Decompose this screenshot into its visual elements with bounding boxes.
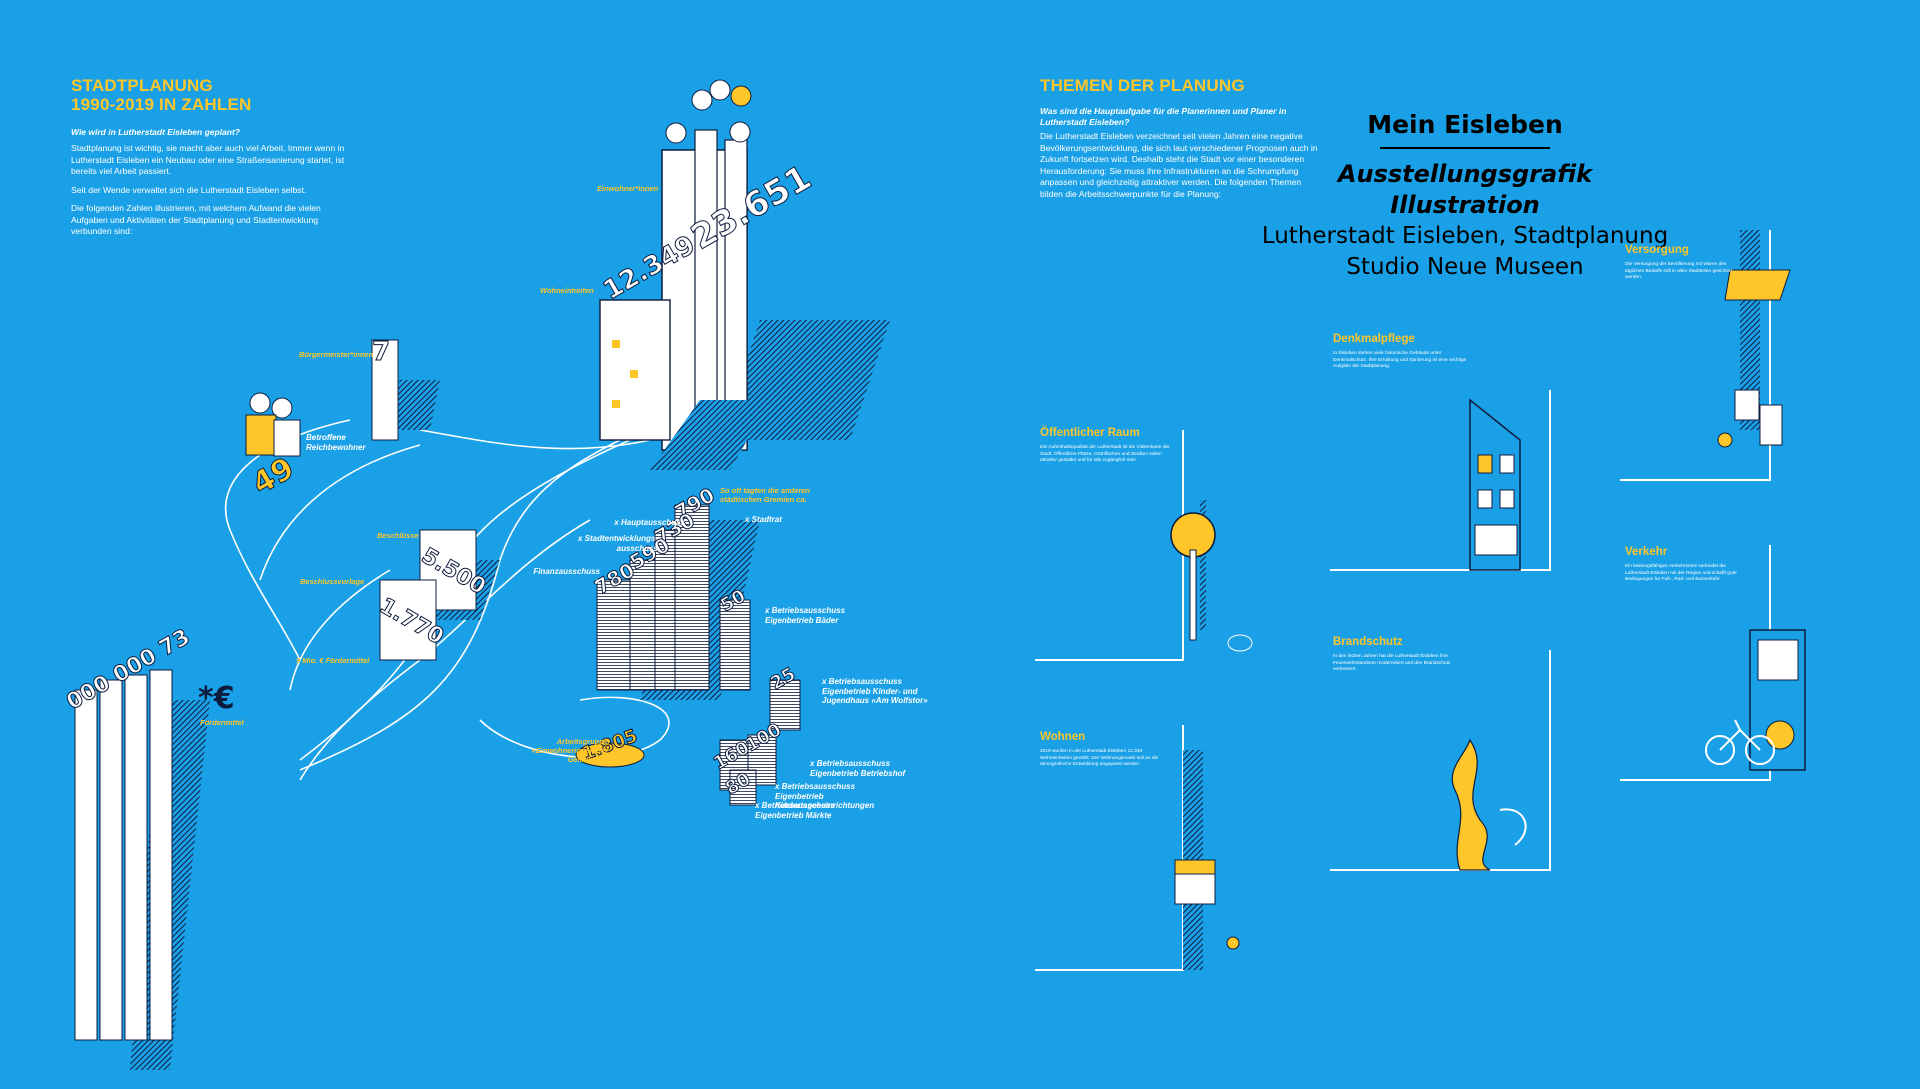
bicycle-icon [1705,719,1775,765]
balcony-icon [1174,750,1240,970]
theme-verkehr: Verkehr Ein leistungsfähiges Verkehrsnet… [1625,546,1745,588]
arbeitsgruppe-label: Arbeitsgruppe «Einwohnerinnen der Gemein… [531,737,608,764]
residents-tower: 23.651 [661,79,890,451]
left-paragraph-1: Stadtplanung ist wichtig, sie macht aber… [71,143,345,176]
fire-icon [1451,738,1527,871]
resolutions-blocks: 5.500 1.770 [375,529,500,661]
credits-line-4: Studio Neue Museen [1346,253,1584,280]
credits-title: Mein Eisleben [1367,110,1563,139]
right-lead: Was sind die Hauptaufgabe für die Planer… [1040,106,1287,127]
theme-title-verkehr: Verkehr [1625,546,1668,558]
gremium-label-hauptausschuss: x Hauptausschuss [614,518,685,527]
theme-text-brandschutz: In den letzten Jahren hat die Lutherstad… [1333,654,1451,673]
mayors-column: 7 [371,337,440,441]
gremium-label-kita: x Betriebsausschuss Eigenbetrieb Kindert… [775,782,875,810]
foerdermittel-label: Fördermittel [200,718,244,727]
project-credits: Mein Eisleben Ausstellungsgrafik Illustr… [1240,110,1690,283]
gremium-label-finanz: Finanzausschuss x [533,567,600,586]
gremium-label-jugendhaus: x Betriebsausschuss Eigenbetrieb Kinder-… [822,677,928,705]
gremien-label: So oft tagten die anderen städtischen Gr… [720,486,811,504]
theme-oeffentlicher-raum: Öffentlicher Raum Die Aufenthaltsqualitä… [1040,427,1175,469]
shop-awning-icon [1717,230,1791,448]
gremium-label-stadtrat: x Stadtrat [745,515,782,524]
credits-line-1: Ausstellungsgrafik [1337,159,1593,188]
left-heading: STADTPLANUNG 1990-2019 IN ZAHLEN [71,76,252,114]
right-heading: THEMEN DER PLANUNG [1040,76,1245,95]
theme-text-oeffentlicher-raum: Die Aufenthaltsqualität der Lutherstadt … [1040,445,1170,464]
themes-illustration [1035,230,1806,971]
gremium-label-baeder: x Betriebsausschuss Eigenbetrieb Bäder [765,606,846,625]
theme-title-versorgung: Versorgung [1625,244,1689,256]
bus-icon [1749,629,1806,771]
statistics-illustration: 23.651 12.349 7 49 5.500 1.770 [62,79,890,1070]
theme-text-wohnen: 2019 wurden in der Lutherstadt Eisleben … [1040,749,1159,768]
wohneinheiten-label: Wohneinheiten [540,286,594,295]
theme-brandschutz: Brandschutz In den letzten Jahren hat di… [1333,636,1473,678]
left-intro: Stadtplanung ist wichtig, sie macht aber… [71,143,351,245]
theme-versorgung: Versorgung Die Versorgung der Bevölkerun… [1625,244,1745,286]
right-paragraph: Die Lutherstadt Eisleben verzeichnet sei… [1040,131,1318,199]
right-intro: Die Lutherstadt Eisleben verzeichnet sei… [1040,131,1320,207]
historic-house-icon [1469,398,1521,571]
tree-icon [1170,500,1253,652]
gremium-label-betriebshof: x Betriebsausschuss Eigenbetrieb Betrieb… [810,759,906,778]
committee-stacks: 790 730 590 780 50 25 100 160 80 [590,482,801,806]
theme-title-oeffentlicher-raum: Öffentlicher Raum [1040,427,1140,439]
beschluesse-label: Beschlüsse [377,531,419,540]
buergermeister-label: Bürgermeister*innen [299,350,374,359]
buergermeister-value: 7 [372,337,390,367]
left-lead: Wie wird in Lutherstadt Eisleben geplant… [71,127,240,137]
credits-line-3: Lutherstadt Eisleben, Stadtplanung [1261,222,1669,249]
foerdermittel-short-label: 9 Mio. € Fördermittel [296,656,370,665]
betroffene-label: Betroffene Reichbewohner [306,433,366,452]
credits-divider [1380,147,1550,149]
theme-text-denkmalpflege: In Eisleben stehen viele historische Geb… [1333,351,1467,370]
funding-columns: 000 000 73 *€ [62,624,235,1070]
left-paragraph-3: Die folgenden Zahlen illustrieren, mit w… [71,203,321,236]
einwohner-label: Einwohner*innen [597,184,659,193]
theme-title-wohnen: Wohnen [1040,731,1086,743]
theme-text-versorgung: Die Versorgung der Bevölkerung mit Waren… [1625,262,1732,281]
left-paragraph-2: Seit der Wende verwaltet sich die Luther… [71,184,307,195]
gremium-label-maerkte: x Betriebsausschuss Eigenbetrieb Märkte [755,801,836,820]
theme-text-verkehr: Ein leistungsfähiges Verkehrsnetz verbin… [1625,564,1737,583]
affected-residents: 49 [245,392,301,502]
theme-wohnen: Wohnen 2019 wurden in der Lutherstadt Ei… [1040,731,1175,773]
theme-denkmalpflege: Denkmalpflege In Eisleben stehen viele h… [1333,333,1473,375]
beschlussvorlage-label: Beschlussvorlage [300,577,365,586]
euro-suffix: *€ [198,681,235,716]
gremium-label-stadtentwicklung: x Stadtentwicklungs-ausschuss [577,534,658,553]
credits-line-2: Illustration [1390,190,1540,219]
theme-title-denkmalpflege: Denkmalpflege [1333,333,1415,345]
theme-title-brandschutz: Brandschutz [1333,636,1403,648]
